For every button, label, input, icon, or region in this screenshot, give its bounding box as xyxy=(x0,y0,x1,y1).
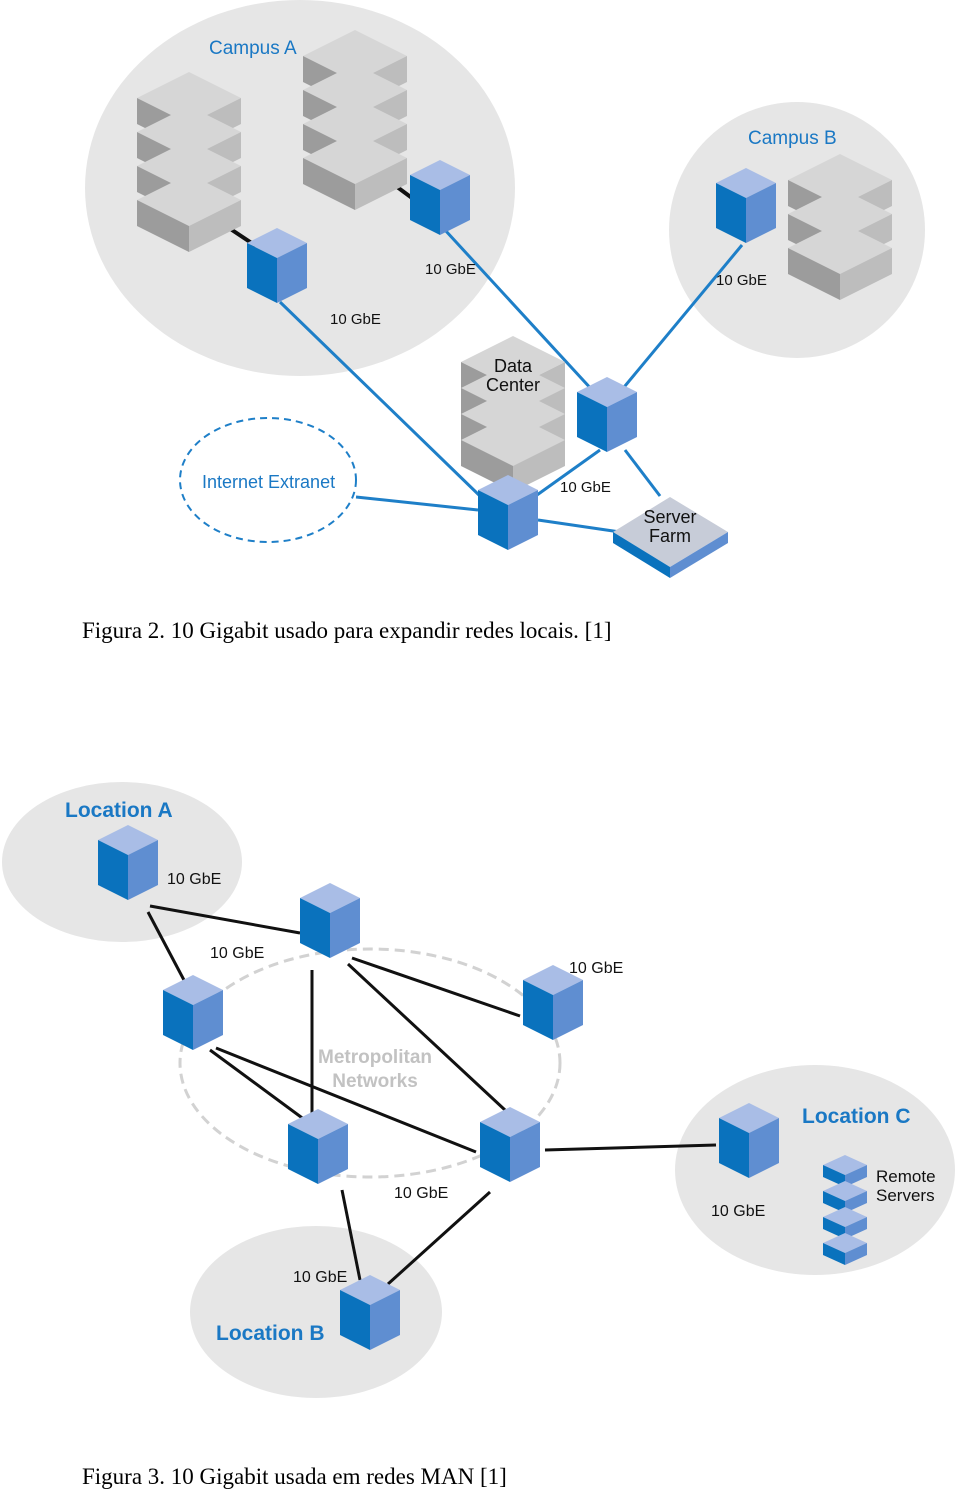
figure2-diagram: Campus A Campus B Internet Extranet Data… xyxy=(85,0,925,578)
metro-switch-bottom-left xyxy=(288,1109,348,1184)
campus-b-switch xyxy=(716,168,776,243)
server-farm-label-line2: Farm xyxy=(649,526,691,546)
link-label: 10 GbE xyxy=(560,479,611,496)
link-label: 10 GbE xyxy=(167,871,221,888)
link-label: 10 GbE xyxy=(711,1203,765,1220)
link-label: 10 GbE xyxy=(716,272,767,289)
link-label: 10 GbE xyxy=(330,311,381,328)
location-a-switch xyxy=(98,825,158,900)
campus-a-server-stack-left xyxy=(137,72,241,252)
location-b-label: Location B xyxy=(216,1322,325,1345)
metro-switch-top xyxy=(300,883,360,958)
data-center-label-line2: Center xyxy=(486,375,540,395)
core-switch xyxy=(577,377,637,452)
figure3-diagram: Location A Location B Location C Metropo… xyxy=(2,782,955,1398)
remote-servers-label-line1: Remote xyxy=(876,1167,936,1186)
location-a-label: Location A xyxy=(65,799,173,822)
link-label: 10 GbE xyxy=(425,261,476,278)
campus-a-server-stack-right xyxy=(303,30,407,210)
link-label: 10 GbE xyxy=(210,945,264,962)
metro-switch-left xyxy=(163,975,223,1050)
metropolitan-networks-ring xyxy=(178,947,562,1179)
metro-switch-bottom-right xyxy=(480,1107,540,1182)
campus-b-label: Campus B xyxy=(748,128,837,149)
campus-b-server-stack xyxy=(788,154,892,300)
link-label: 10 GbE xyxy=(394,1185,448,1202)
internet-extranet-cloud xyxy=(179,417,357,543)
campus-a-switch-2 xyxy=(410,160,470,235)
campus-a-switch-1 xyxy=(247,228,307,303)
server-farm xyxy=(613,497,728,578)
edge-switch xyxy=(478,475,538,550)
server-farm-label-line1: Server xyxy=(643,507,696,527)
data-center-label-line1: Data xyxy=(494,356,533,376)
link-label: 10 GbE xyxy=(569,960,623,977)
metro-label-line1: Metropolitan xyxy=(318,1047,432,1068)
location-b-bubble xyxy=(190,1226,442,1398)
location-c-switch xyxy=(719,1103,779,1178)
remote-servers-label-line2: Servers xyxy=(876,1186,935,1205)
link-label: 10 GbE xyxy=(293,1269,347,1286)
campus-a-label: Campus A xyxy=(209,38,297,59)
metro-label-line2: Networks xyxy=(332,1071,418,1092)
location-b-switch xyxy=(340,1275,400,1350)
figure2-caption: Figura 2. 10 Gigabit usado para expandir… xyxy=(82,618,612,643)
location-c-label: Location C xyxy=(802,1105,911,1128)
internet-extranet-label: Internet Extranet xyxy=(202,472,335,492)
figure3-links xyxy=(146,904,717,1286)
figure3-caption: Figura 3. 10 Gigabit usada em redes MAN … xyxy=(82,1464,507,1489)
